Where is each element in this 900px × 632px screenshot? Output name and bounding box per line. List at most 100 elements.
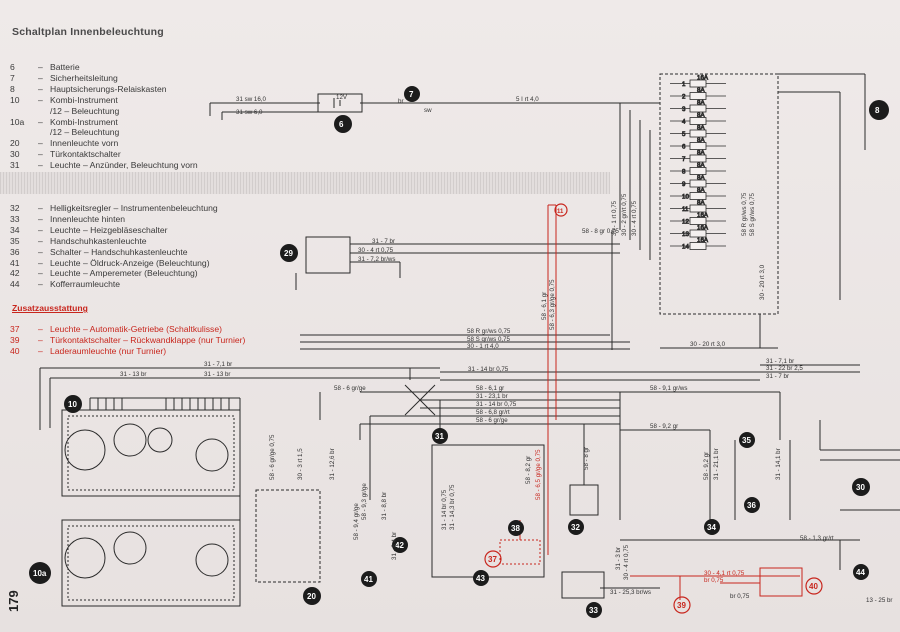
wire-label-w37: 31 - 8,4 br xyxy=(391,532,398,560)
legend-text: Kombi-Instrument xyxy=(50,94,118,105)
component-29-marker xyxy=(280,244,298,262)
legend-text: Innenleuchte hinten xyxy=(50,213,126,224)
wire-label-w4: 58 R gr/ws 0,75 xyxy=(467,328,511,335)
fuse-number: 13 xyxy=(682,231,689,238)
component-34-marker xyxy=(704,519,720,535)
legend-row: 44 –Kofferraumleuchte xyxy=(10,279,218,290)
fuse-rating: 16A xyxy=(697,225,709,232)
component-38-label: 38 xyxy=(511,524,520,533)
component-6-label: 6 xyxy=(339,120,344,129)
legend-row: 32–Helligkeitsregler – Instrumentenbeleu… xyxy=(10,203,218,214)
component-10a-marker xyxy=(29,562,51,584)
fuse-rating: 8A xyxy=(697,175,705,182)
legend-dash: – xyxy=(38,160,43,171)
component-35-marker xyxy=(739,432,755,448)
legend-dash: – xyxy=(38,224,43,235)
component-10a-label: 10a xyxy=(33,569,47,578)
wire-label-w7: 30 - 20 rt 3,0 xyxy=(690,341,726,348)
component-31-label: 31 xyxy=(435,432,444,441)
wire-label-w26: 58 - 1,3 gr/rt xyxy=(800,535,834,542)
fuse-number: 5 xyxy=(682,131,686,138)
legend-dash: – xyxy=(38,279,43,290)
wire-label-w9: 31 - 7,1 br xyxy=(204,361,232,368)
legend-number: 33 xyxy=(10,213,20,224)
legend-number: 37 xyxy=(10,324,20,334)
wire-label-w21: 31 - 22 br 2,5 xyxy=(766,365,803,372)
component-legend-2: 32–Helligkeitsregler – Instrumentenbeleu… xyxy=(10,203,218,290)
wire-label-w6: 58 S gr/ws 0,75 xyxy=(467,336,511,343)
component-8-marker xyxy=(869,100,889,120)
wire-label-sw: sw xyxy=(424,107,432,114)
wire-label-w33: 13 - 25 br xyxy=(866,597,892,604)
component-7-label: 7 xyxy=(409,90,414,99)
wire-label-w38: 31 - 12,6 br xyxy=(329,448,336,480)
fuse-rating: 8A xyxy=(697,187,705,194)
wire-label-w8: 31 - 13 br xyxy=(120,371,146,378)
component-42-marker xyxy=(392,537,408,553)
legend-text: Leuchte – Amperemeter (Beleuchtung) xyxy=(50,268,198,279)
legend-dash: – xyxy=(38,235,43,246)
component-32-marker xyxy=(568,519,584,535)
legend-dash: – xyxy=(38,138,43,149)
legend-number: 35 xyxy=(10,235,20,246)
legend-number: 10 xyxy=(10,94,20,105)
component-41-label: 41 xyxy=(364,575,373,584)
wire-label-w45: 31 - 14 br 0,75 xyxy=(441,489,448,530)
legend-row: 33–Innenleuchte hinten xyxy=(10,214,218,225)
component-20-label: 20 xyxy=(307,592,316,601)
wire-label-w30: 31 - 25,3 br/ws xyxy=(610,589,651,596)
wire-label-w16: 58 - 6,8 gr/rt xyxy=(476,409,510,416)
wire-label-w46: 31 - 14,3 br 0,75 xyxy=(449,484,456,530)
wire-label-w54: 58 - 6,3 gr/ge 0,75 xyxy=(549,279,556,330)
legend-text: Hauptsicherungs-Relaiskasten xyxy=(50,83,167,94)
legend-text: Laderaumleuchte (nur Turnier) xyxy=(50,345,167,356)
wire-label-w32: 31 - 14,1 br xyxy=(775,448,782,480)
wire-label-w39: 30 - 3 rt 1,5 xyxy=(297,448,304,480)
legend-dash: – xyxy=(38,83,43,94)
wire-label-w43: 30 - 4 rt 0,75 xyxy=(631,200,638,236)
wire-label-w14: 31 - 23,1 br xyxy=(476,393,508,400)
component-38-marker xyxy=(508,520,524,536)
wire-label-w20: 31 - 7,1 br xyxy=(766,358,794,365)
fuse-rating: 8A xyxy=(697,87,705,94)
wire-label-w51: 31 - 3 br xyxy=(615,547,622,570)
wire-label-w11: 31 - 14 br 0,75 xyxy=(468,366,509,373)
component-43-label: 43 xyxy=(476,574,485,583)
legend-number: 40 xyxy=(10,345,20,356)
component-10-marker xyxy=(64,395,82,413)
legend-row: 42–Leuchte – Amperemeter (Beleuchtung) xyxy=(10,268,218,279)
legend-text: /12 – Beleuchtung xyxy=(50,127,120,138)
zusatz-title: Zusatzausstattung xyxy=(12,303,88,313)
legend-row: 8 –Hauptsicherungs-Relaiskasten xyxy=(10,84,198,95)
legend-row: /12 – Beleuchtung xyxy=(10,106,198,117)
wire-label-w52: 30 - 4 rt 0,75 xyxy=(623,544,630,580)
wire-label-w18: 58 - 9,1 gr/ws xyxy=(650,385,688,392)
legend-dash: – xyxy=(38,334,43,345)
legend-number: 41 xyxy=(10,257,20,268)
legend-number: 44 xyxy=(10,279,20,290)
legend-dash: – xyxy=(38,116,43,127)
fuse-number: 12 xyxy=(682,219,689,226)
legend-number: 8 xyxy=(10,83,15,94)
component-44-marker xyxy=(853,564,869,580)
legend-dash: – xyxy=(38,94,43,105)
legend-number: 20 xyxy=(10,138,20,149)
wire-label-w1: 31 - 7 br xyxy=(372,238,395,245)
wire-label-w29: br 0,75 xyxy=(730,593,750,600)
legend-row: 10a–Kombi-Instrument xyxy=(10,117,198,128)
wire-label-w40: 58 - 6 gr/ge 0,75 xyxy=(269,434,276,480)
battery-voltage-label: 12V xyxy=(336,94,348,101)
wire-label-w55: 58 - 8,2 gr xyxy=(525,456,532,484)
wire-label-w27: 30 - 4,1 rt 0,75 xyxy=(704,570,745,577)
legend-text: Leuchte – Heizgebläseschalter xyxy=(50,224,168,235)
component-30-label: 30 xyxy=(856,483,865,492)
component-40-marker xyxy=(805,577,823,595)
component-39-label: 39 xyxy=(677,601,686,610)
wire-label-w4-vertical: 58 R gr/ws 0,75 xyxy=(741,192,748,236)
wire-label-w53: 58 - 6,1 gr xyxy=(541,292,548,320)
legend-text: Kofferraumleuchte xyxy=(50,279,121,290)
component-7-marker xyxy=(404,86,420,102)
legend-row: 39–Türkontaktschalter – Rückwandklappe (… xyxy=(10,335,245,346)
fuse-rating: 8A xyxy=(697,125,705,132)
